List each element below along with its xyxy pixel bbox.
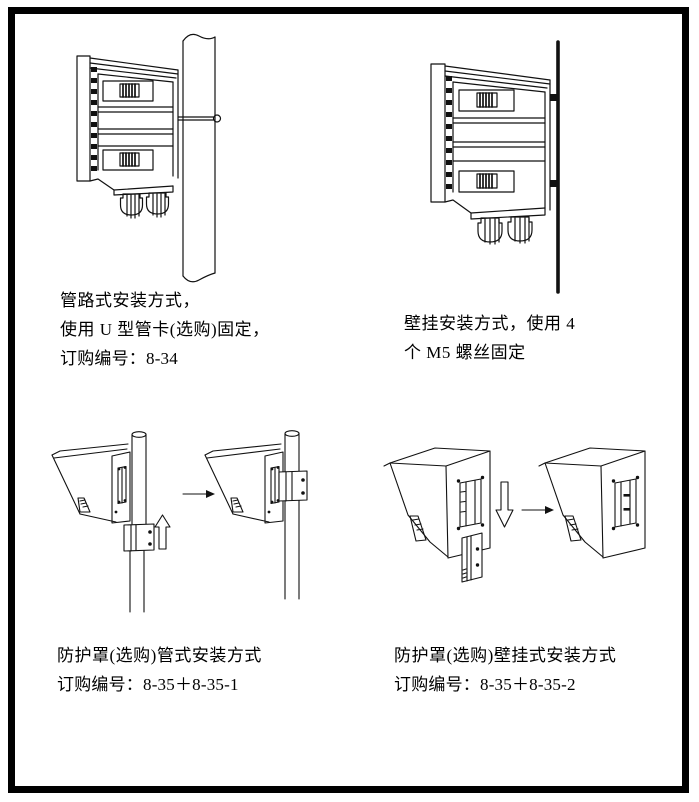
protective-cover <box>51 443 131 524</box>
transmitter-side-view <box>430 63 551 245</box>
protective-cover <box>204 443 284 524</box>
transmitter-side-view <box>76 55 179 219</box>
mounting-pipe <box>284 430 300 600</box>
protective-cover <box>383 447 491 559</box>
caption-wall-mount: 壁挂安装方式，使用 4 个 M5 螺丝固定 <box>404 309 575 367</box>
caption-cover-wall-mount: 防护罩(选购)壁挂式安装方式 订购编号：8-35＋8-35-2 <box>394 641 616 699</box>
page-border-frame <box>8 7 689 793</box>
pipe-clamp <box>278 470 308 502</box>
cable-gland-right <box>507 216 533 244</box>
caption-cover-pipe-mount: 防护罩(选购)管式安装方式 订购编号：8-35＋8-35-1 <box>57 641 262 699</box>
caption-line-order-number: 订购编号：8-34 <box>60 349 178 368</box>
caption-line: 壁挂安装方式，使用 4 <box>404 314 576 333</box>
right-arrow-icon <box>521 506 554 514</box>
figure-wall-mount <box>395 30 625 300</box>
latch-clip-top <box>102 80 154 102</box>
latch-clip-bottom <box>102 149 154 171</box>
cable-gland-right <box>145 192 170 218</box>
caption-line: 管路式安装方式， <box>60 291 200 310</box>
cover-wall-step1 <box>383 447 514 583</box>
u-bolt-clamp <box>177 114 222 123</box>
right-arrow-icon <box>182 490 215 498</box>
caption-line-order-number: 订购编号：8-35＋8-35-1 <box>57 675 239 694</box>
mounting-cutout <box>456 475 485 531</box>
protective-cover <box>538 447 646 559</box>
front-bezel <box>76 55 91 182</box>
caption-pipe-mount: 管路式安装方式， 使用 U 型管卡(选购)固定， 订购编号：8-34 <box>60 286 270 373</box>
figure-cover-pipe-mount <box>40 420 330 630</box>
caption-line: 使用 U 型管卡(选购)固定， <box>60 320 270 339</box>
caption-line: 防护罩(选购)管式安装方式 <box>57 646 262 665</box>
cover-foot-bracket <box>77 497 91 513</box>
cover-wall-step2 <box>538 447 646 559</box>
cable-gland-left <box>477 217 503 245</box>
heatsink-fins <box>446 76 452 189</box>
cover-foot-bracket <box>230 497 244 513</box>
caption-line-order-number: 订购编号：8-35＋8-35-2 <box>394 675 576 694</box>
cover-foot-bracket <box>564 515 582 542</box>
down-arrow-icon <box>495 481 514 528</box>
wall-bracket-strip <box>461 532 483 583</box>
heatsink-fins <box>91 67 97 171</box>
cable-gland-left <box>119 193 144 219</box>
mounting-screws <box>550 94 558 187</box>
figure-cover-wall-mount <box>380 430 680 630</box>
latch-clip-bottom <box>458 170 515 193</box>
cover-pipe-step2 <box>204 430 308 600</box>
cover-foot-bracket <box>409 515 427 542</box>
mounting-pipe <box>182 33 216 283</box>
pipe-clamp <box>123 523 155 552</box>
cover-pipe-step1 <box>51 431 171 613</box>
caption-line: 防护罩(选购)壁挂式安装方式 <box>394 646 617 665</box>
mounting-cutout-with-bracket <box>611 475 640 531</box>
caption-line: 个 M5 螺丝固定 <box>404 343 526 362</box>
figure-pipe-mount <box>50 20 330 290</box>
front-bezel <box>430 63 446 203</box>
latch-clip-top <box>458 89 515 112</box>
up-arrow-icon <box>154 514 171 550</box>
mounting-pipe <box>129 431 147 613</box>
